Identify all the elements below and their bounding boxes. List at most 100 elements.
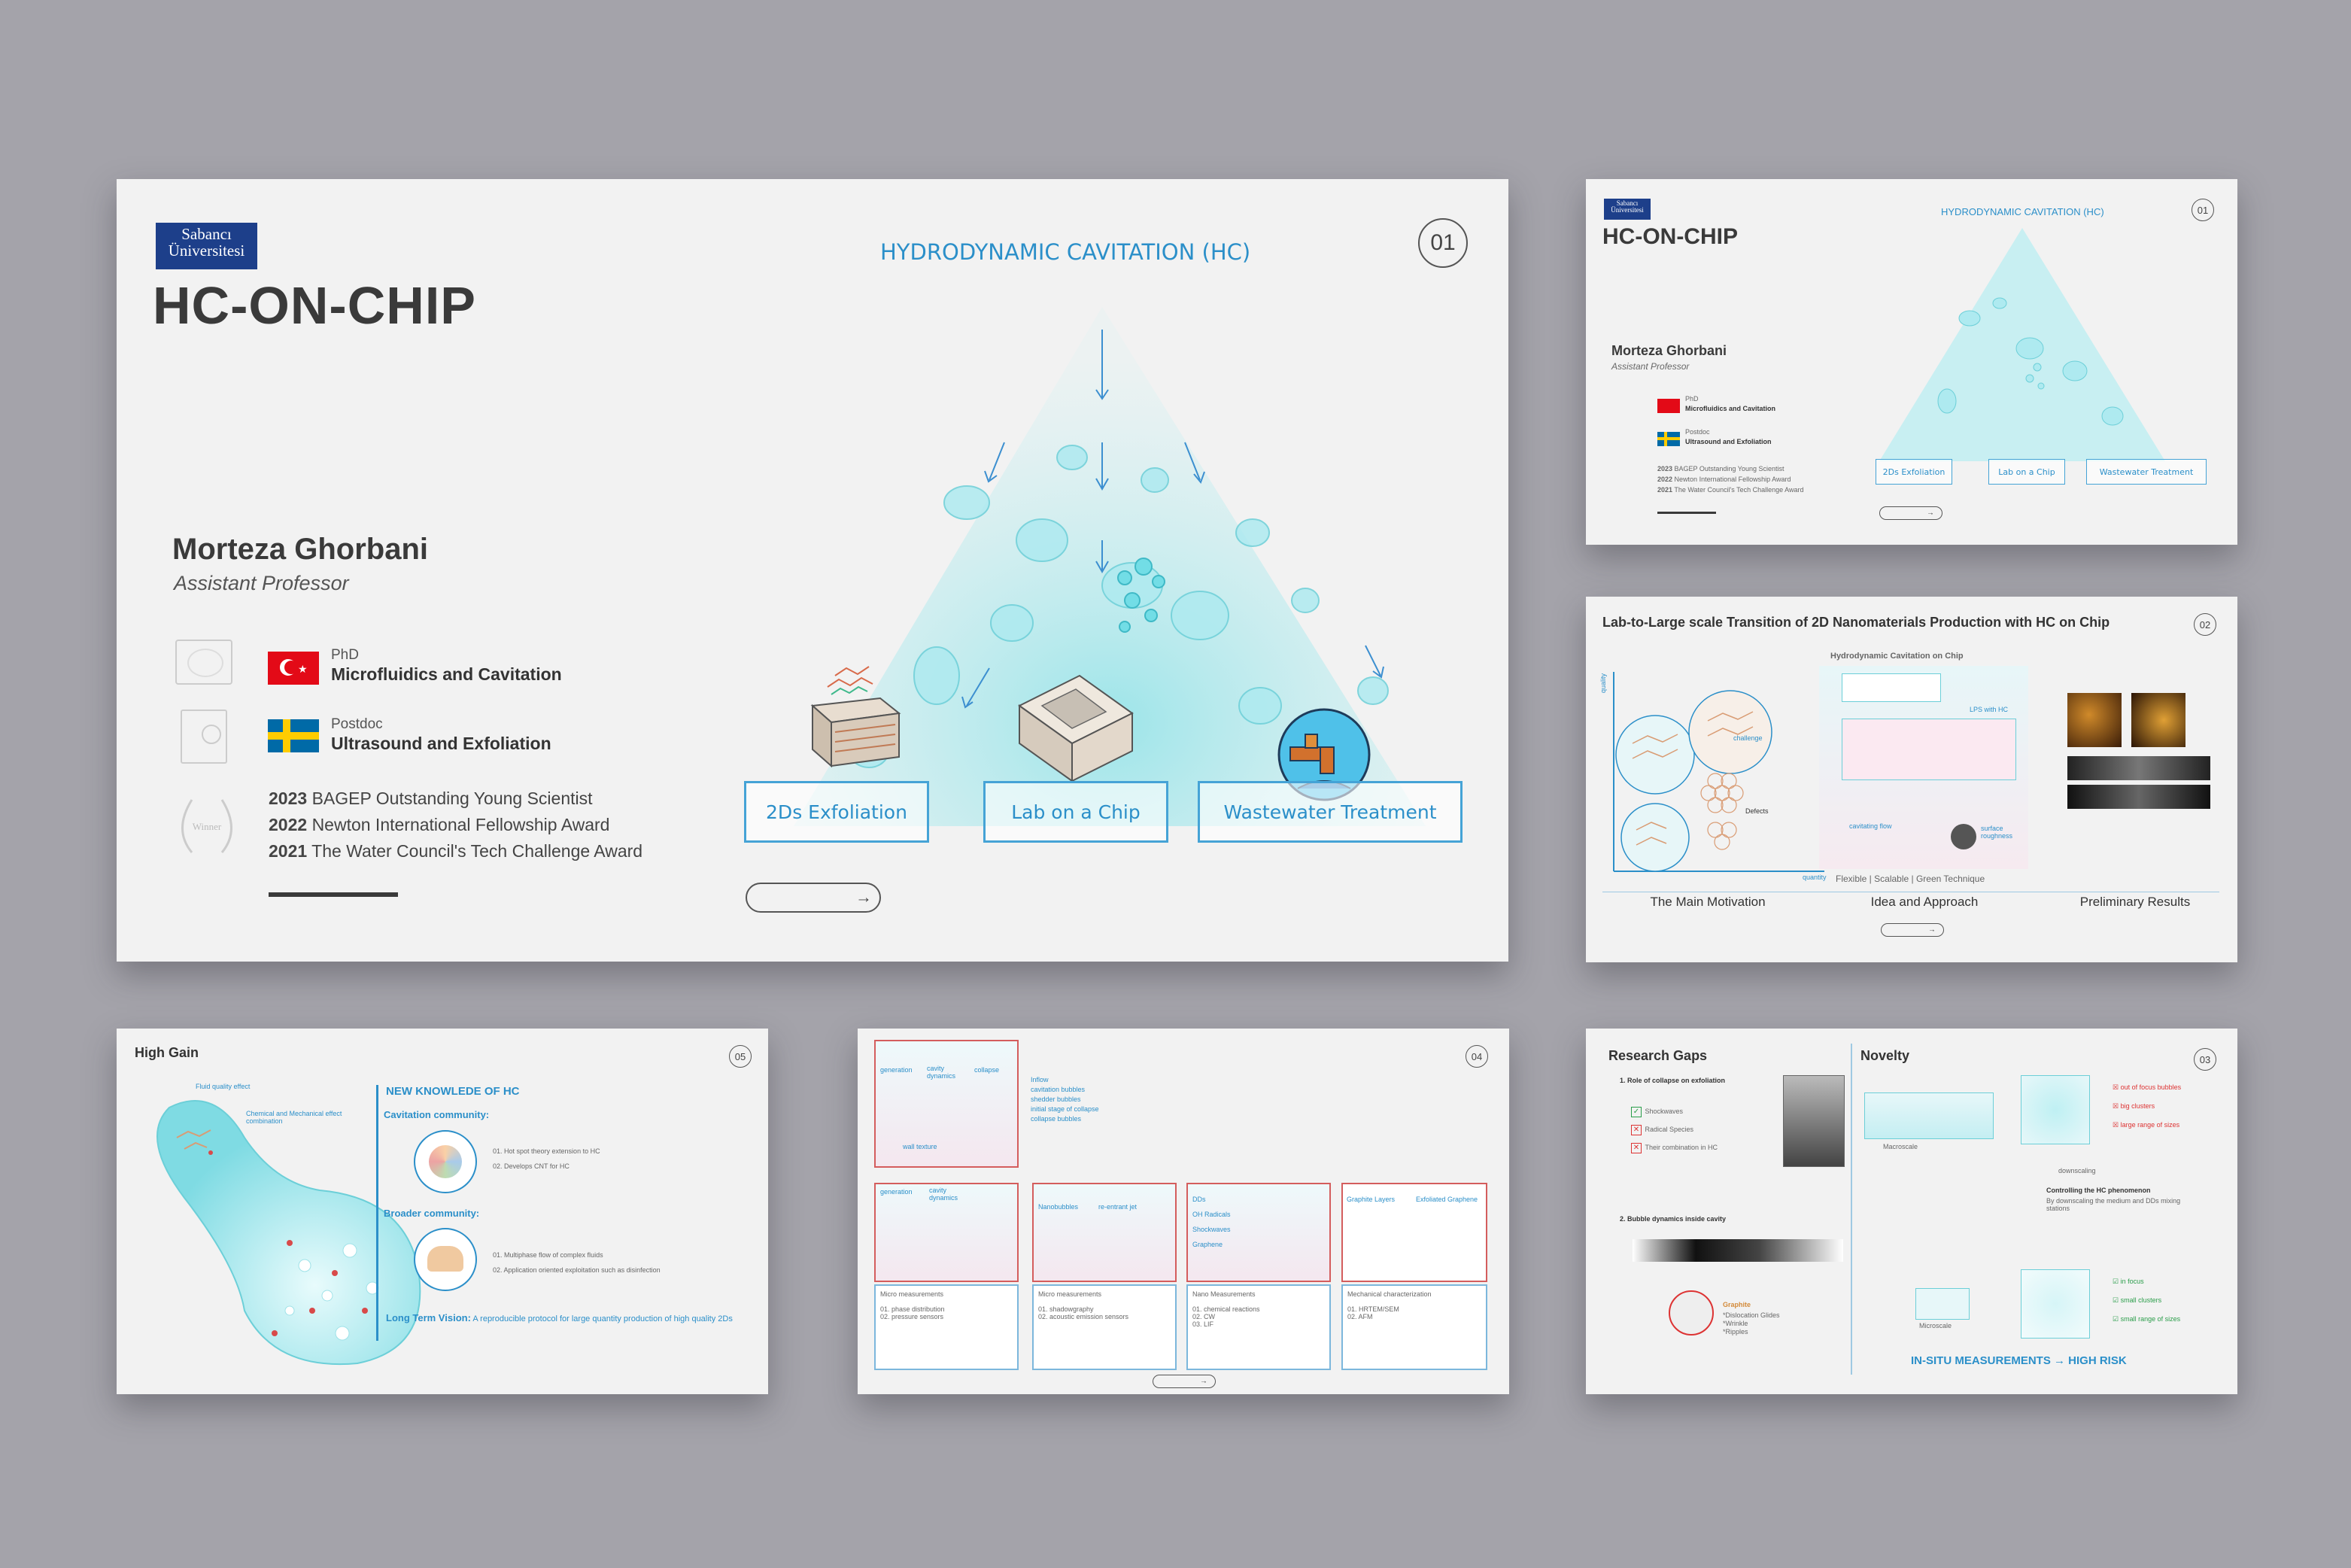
sub-generation: generation <box>880 1188 913 1196</box>
cavitation-cone-illustration <box>794 307 1426 826</box>
university-logo: Sabancı Üniversitesi <box>156 223 257 269</box>
slide-number-small: 01 <box>2192 199 2214 221</box>
postdoc-field-small: Ultrasound and Exfoliation <box>1685 438 1772 445</box>
next-arrow-button[interactable] <box>1153 1375 1216 1388</box>
slide-lab-to-large[interactable]: Lab-to-Large scale Transition of 2D Nano… <box>1586 597 2237 962</box>
sub-oh: OH Radicals <box>1192 1211 1231 1218</box>
cav-item-2: 02. Develops CNT for HC <box>493 1162 570 1170</box>
next-arrow-small[interactable] <box>1879 506 1942 520</box>
presenter-name: Morteza Ghorbani <box>172 533 429 566</box>
graphite-label: Graphite <box>1723 1301 1751 1308</box>
slide-measurements[interactable]: 04 generation cavity dynamics collapse w… <box>858 1029 1509 1394</box>
research-report-icon <box>181 710 227 764</box>
slide-hc-on-chip-thumbnail[interactable]: Sabancı Üniversitesi HC-ON-CHIP 01 HYDRO… <box>1586 179 2237 545</box>
graphite-stack-illustration <box>810 666 901 768</box>
next-arrow-button[interactable] <box>1881 923 1944 937</box>
phd-label-small: PhD <box>1685 395 1699 403</box>
slide-research-gaps[interactable]: Research Gaps Novelty 03 1. Role of coll… <box>1586 1029 2237 1394</box>
downscaling-label: downscaling <box>2058 1167 2096 1174</box>
gap-1-item-3: ✕ Their combination in HC <box>1631 1140 1718 1153</box>
fluid-quality-label: Fluid quality effect <box>196 1083 251 1090</box>
tagline: Flexible | Scalable | Green Technique <box>1836 874 1985 884</box>
surface-roughness-label: surface roughness <box>1981 825 2013 840</box>
gap-1-item-1: ✓ Shockwaves <box>1631 1104 1683 1117</box>
box-ww-small[interactable]: Wastewater Treatment <box>2086 459 2207 485</box>
chip-icon <box>1018 674 1134 782</box>
slide-hc-on-chip-title[interactable]: Sabancı Üniversitesi HC-ON-CHIP 01 HYDRO… <box>117 179 1508 962</box>
next-arrow-button[interactable] <box>746 883 881 913</box>
panel-image-2 <box>1032 1183 1177 1282</box>
panel-text-3: Nano Measurements 01. chemical reactions… <box>1186 1284 1331 1370</box>
broad-item-2: 02. Application oriented exploitation su… <box>493 1266 661 1274</box>
community-icon-2 <box>414 1228 477 1291</box>
flow-image-1 <box>2067 756 2210 780</box>
sub-shockwaves: Shockwaves <box>1192 1226 1231 1233</box>
sweden-flag-icon-small <box>1657 432 1680 446</box>
turkey-flag-icon: ★ <box>268 652 319 685</box>
sub-reentrant: re-entrant jet <box>1098 1203 1138 1211</box>
box-2ds-small[interactable]: 2Ds Exfoliation <box>1876 459 1952 485</box>
top-label-collapse: collapse <box>974 1066 1000 1074</box>
university-logo-small: Sabancı Üniversitesi <box>1604 199 1651 220</box>
turkey-flag-icon-small <box>1657 399 1680 413</box>
lps-label: LPS with HC <box>1970 706 2009 713</box>
micro-bubble-cluster <box>2021 1269 2090 1339</box>
panel-text-2: Micro measurements 01. shadowgraphy 02. … <box>1032 1284 1177 1370</box>
box-lab-on-a-chip[interactable]: Lab on a Chip <box>983 781 1168 843</box>
caption-approach: Idea and Approach <box>1870 895 1979 909</box>
panel-image-1 <box>874 1183 1019 1282</box>
microscopy-image <box>1783 1075 1845 1167</box>
micro-channel <box>1915 1288 1970 1320</box>
presenter-name-small: Morteza Ghorbani <box>1611 343 1727 358</box>
award-2023: 2023 BAGEP Outstanding Young Scientist <box>269 789 593 808</box>
sub-exfoliated: Exfoliated Graphene <box>1416 1196 1478 1203</box>
gap-2-title: 2. Bubble dynamics inside cavity <box>1620 1215 1727 1223</box>
quality-axis-label: quality <box>1599 673 1608 694</box>
new-knowledge-heading: NEW KNOWLEDE OF HC <box>386 1085 520 1098</box>
hc-heading-small: HYDRODYNAMIC CAVITATION (HC) <box>1941 206 2104 217</box>
sub-graphene: Graphene <box>1192 1241 1223 1248</box>
box-2ds-exfoliation[interactable]: 2Ds Exfoliation <box>744 781 929 843</box>
presenter-role-small: Assistant Professor <box>1611 361 1690 372</box>
sub-graphite: Graphite Layers <box>1347 1196 1396 1203</box>
sub-cavity: cavity dynamics <box>929 1187 958 1202</box>
phd-field-small: Microfluidics and Cavitation <box>1685 405 1776 412</box>
sem-image-1 <box>2067 693 2122 747</box>
controlling-sub: By downscaling the medium and DDs mixing… <box>2046 1197 2181 1212</box>
slide-number: 02 <box>2194 613 2216 636</box>
slide-number: 05 <box>729 1045 752 1068</box>
quantity-axis-label: quantity <box>1803 874 1827 881</box>
panel-image-4 <box>1341 1183 1487 1282</box>
community-icon-1 <box>414 1130 477 1193</box>
panel-image-3 <box>1186 1183 1331 1282</box>
gaps-title: Research Gaps <box>1608 1048 1708 1063</box>
sub-nanobubbles: Nanobubbles <box>1038 1203 1079 1211</box>
wall-texture-label: wall texture <box>903 1143 937 1150</box>
approach-illustration <box>1819 666 2028 869</box>
box-wastewater-treatment[interactable]: Wastewater Treatment <box>1198 781 1463 843</box>
broader-community-label: Broader community: <box>384 1208 480 1219</box>
sem-image-2 <box>2131 693 2185 747</box>
postdoc-label-small: Postdoc <box>1685 428 1710 436</box>
panel-text-1: Micro measurements 01. phase distributio… <box>874 1284 1019 1370</box>
column-divider <box>1851 1044 1852 1375</box>
postdoc-field: Ultrasound and Exfoliation <box>331 734 551 753</box>
bubble-flask-illustration <box>156 1100 421 1366</box>
macro-channel <box>1864 1092 1994 1139</box>
box-loc-small[interactable]: Lab on a Chip <box>1988 459 2065 485</box>
divider-bar <box>269 892 398 897</box>
controlling-label: Controlling the HC phenomenon <box>2046 1187 2151 1194</box>
caption-results: Preliminary Results <box>2079 895 2191 909</box>
slide-title: Lab-to-Large scale Transition of 2D Nano… <box>1602 615 2110 630</box>
slide-number: 04 <box>1466 1045 1488 1068</box>
svg-text:Winner: Winner <box>193 821 222 832</box>
chem-mech-label: Chemical and Mechanical effect combinati… <box>246 1110 342 1125</box>
top-label-cavity: cavity dynamics <box>927 1065 956 1080</box>
award-2021: 2021 The Water Council's Tech Challenge … <box>269 841 643 861</box>
macro-bubble-cluster <box>2021 1075 2090 1144</box>
slide-high-gain[interactable]: High Gain 05 Fluid quality effect Chemic… <box>117 1029 768 1394</box>
gap-1-title: 1. Role of collapse on exfoliation <box>1620 1077 1726 1084</box>
legend-list: Inflow cavitation bubbles shedder bubble… <box>1031 1076 1099 1123</box>
phd-field: Microfluidics and Cavitation <box>331 664 562 684</box>
slide-number: 03 <box>2194 1048 2216 1071</box>
